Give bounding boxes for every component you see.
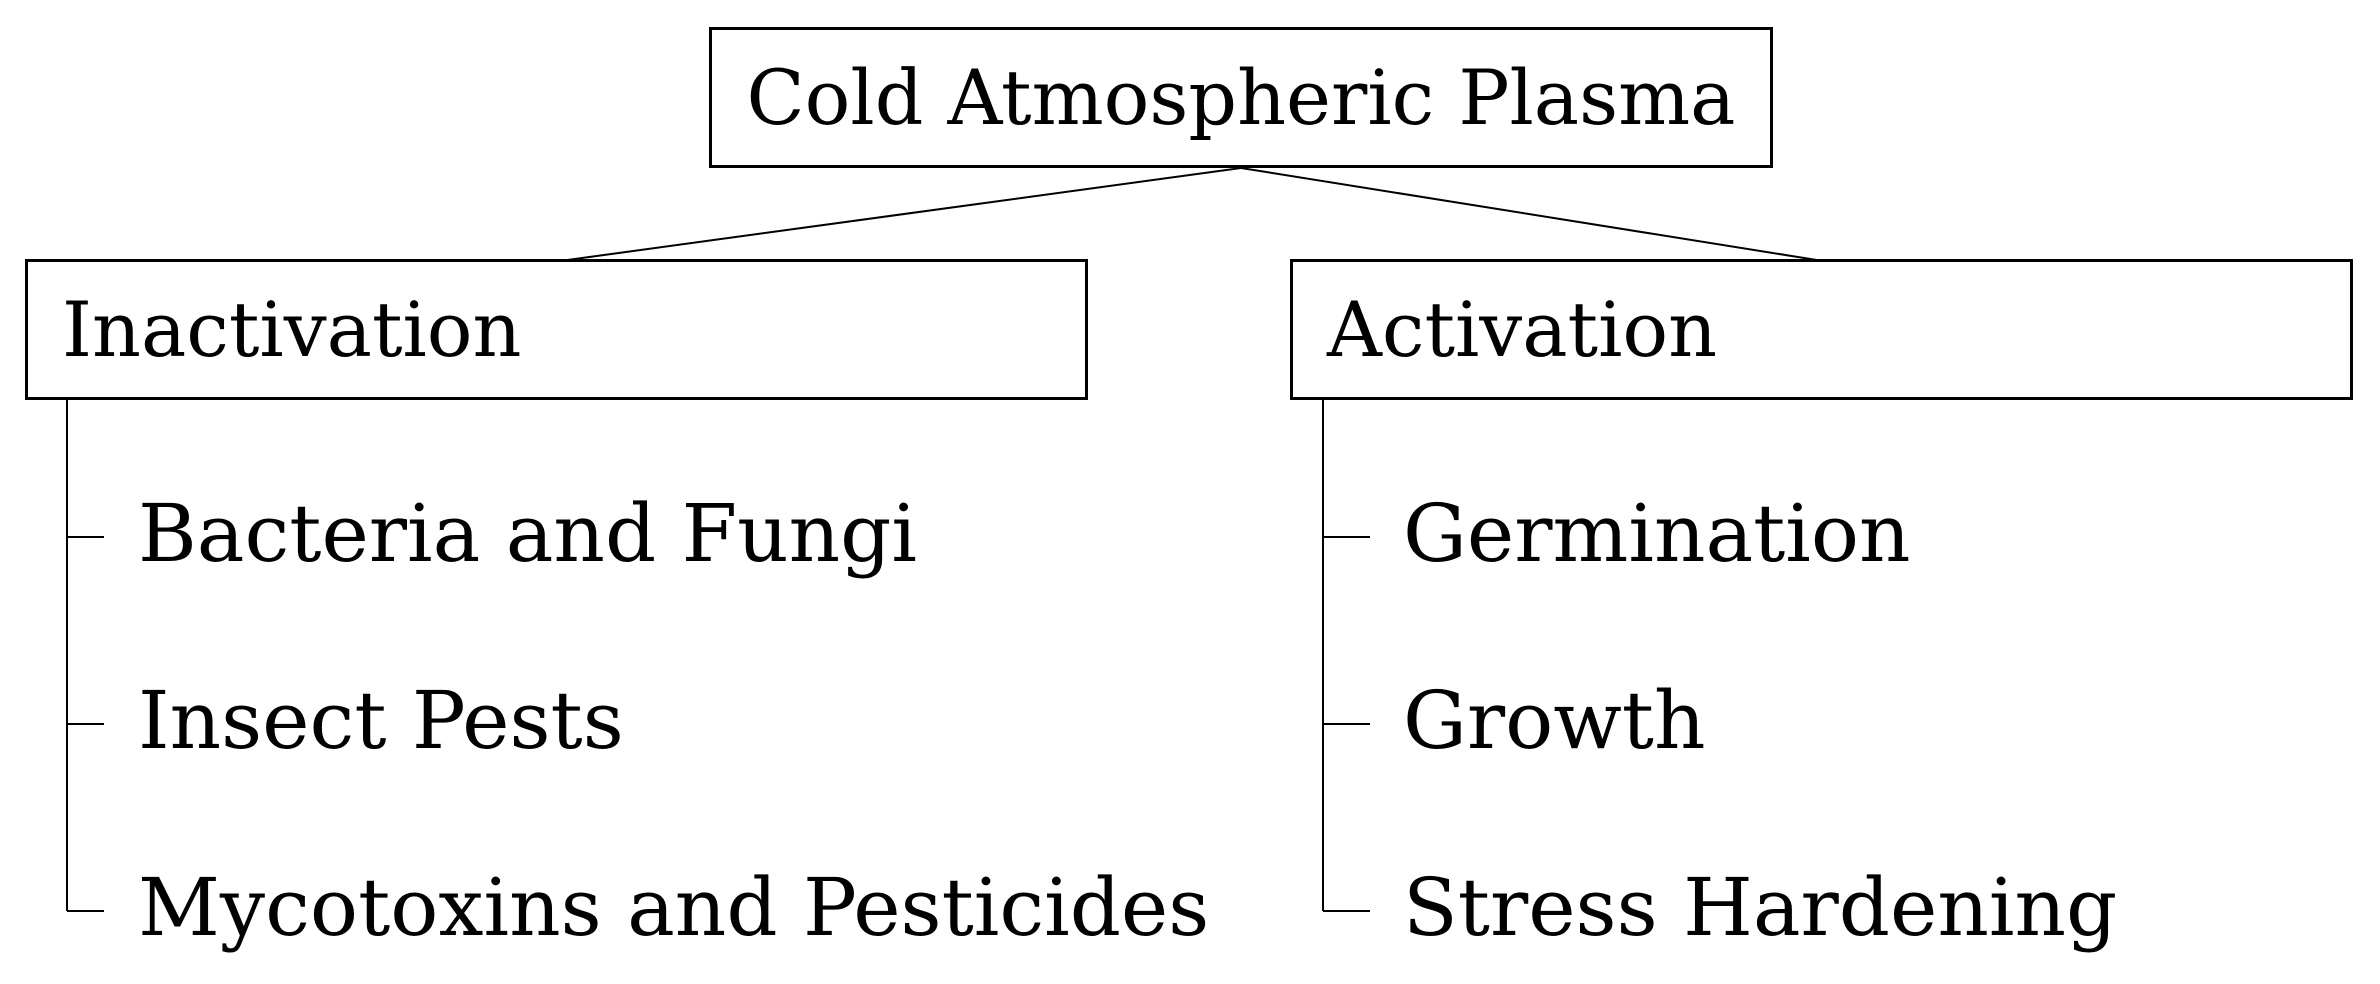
branch-node-label: Inactivation [62,285,522,374]
leaf-insect-pests: Insect Pests [138,674,624,767]
branch-node-activation: Activation [1290,259,2353,400]
branch-node-inactivation: Inactivation [25,259,1088,400]
leaf-mycotoxins-and-pesticides: Mycotoxins and Pesticides [138,861,1210,954]
leaf-stress-hardening: Stress Hardening [1403,861,2118,954]
leaf-bacteria-and-fungi: Bacteria and Fungi [138,487,917,580]
root-node: Cold Atmospheric Plasma [709,27,1773,168]
leaf-germination: Germination [1403,487,1911,580]
root-node-label: Cold Atmospheric Plasma [746,53,1736,142]
root-to-activation-line [1240,167,1824,262]
leaf-growth: Growth [1403,674,1706,767]
root-to-inactivation-line [559,167,1242,262]
branch-node-label: Activation [1327,285,1718,374]
